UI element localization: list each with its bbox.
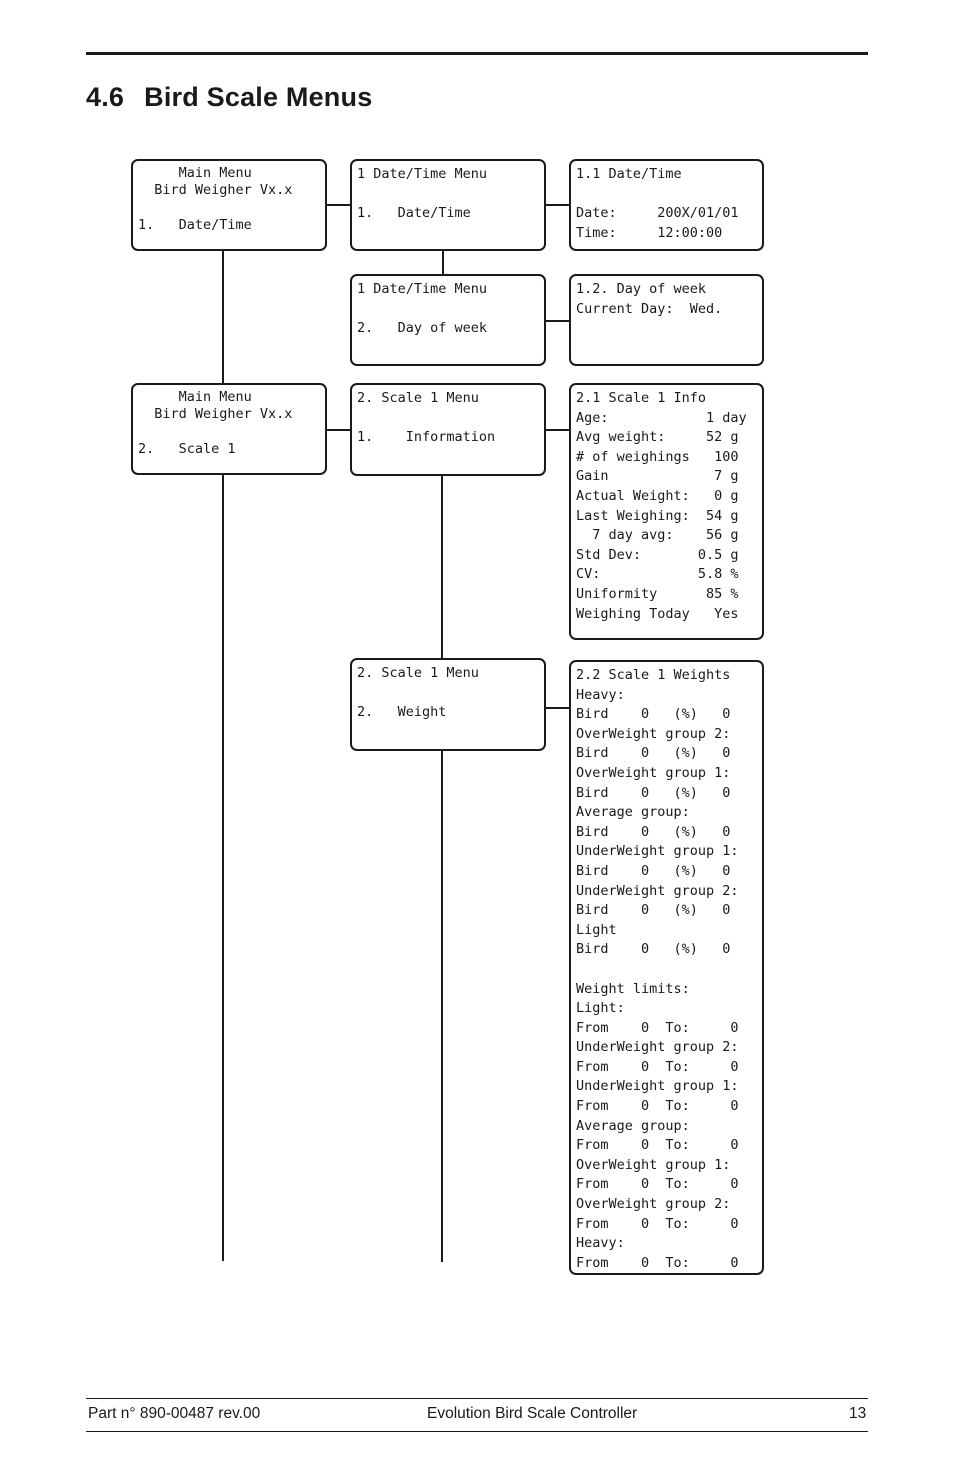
box-line: 1.1 Date/Time	[576, 166, 682, 182]
box-line: From 0 To: 0	[576, 1254, 739, 1271]
box-line: 2. Day of week	[357, 320, 488, 337]
box-line: From 0 To: 0	[576, 1058, 739, 1075]
box-line: Current Day: Wed.	[576, 300, 723, 317]
connector	[222, 473, 224, 1261]
footer-bottom-rule	[86, 1431, 868, 1432]
main-menu-scale-box: Main Menu Bird Weigher Vx.x 2. Scale 1	[131, 383, 327, 475]
box-line: OverWeight group 1:	[576, 764, 731, 781]
box-line: UnderWeight group 1:	[576, 843, 739, 860]
box-line: Main Menu	[138, 165, 252, 181]
box-line: 2. Scale 1	[138, 440, 236, 457]
box-line: 2. Scale 1 Menu	[357, 665, 479, 681]
connector	[544, 204, 570, 206]
box-line: Last Weighing: 54 g	[576, 507, 739, 524]
connector	[442, 249, 444, 276]
box-line: 1.2. Day of week	[576, 281, 707, 297]
box-line: 1 Date/Time Menu	[357, 281, 488, 297]
box-line: Bird 0 (%) 0	[576, 784, 731, 801]
box-line: 7 day avg: 56 g	[576, 527, 739, 544]
box-line: Std Dev: 0.5 g	[576, 546, 739, 563]
box-line: CV: 5.8 %	[576, 566, 739, 583]
box-line: Heavy:	[576, 686, 625, 703]
connector	[325, 204, 351, 206]
box-line: 1. Date/Time	[357, 205, 471, 222]
box-line: UnderWeight group 2:	[576, 1039, 739, 1056]
box-line	[138, 423, 325, 440]
box-line: 2.2 Scale 1 Weights	[576, 667, 731, 683]
footer-part-number: Part n° 890-00487 rev.00	[88, 1405, 261, 1422]
box-line: UnderWeight group 2:	[576, 882, 739, 899]
box-line: 2.1 Scale 1 Info	[576, 390, 707, 406]
box-line: From 0 To: 0	[576, 1098, 739, 1115]
box-line: From 0 To: 0	[576, 1215, 739, 1232]
box-line: Main Menu	[138, 389, 252, 405]
page-title: 4.6 Bird Scale Menus	[86, 82, 372, 113]
box-line: 2. Scale 1 Menu	[357, 390, 479, 406]
footer-product-name: Evolution Bird Scale Controller	[427, 1405, 638, 1422]
box-line: Time: 12:00:00	[576, 224, 723, 241]
connector	[325, 429, 351, 431]
box-line: Bird 0 (%) 0	[576, 862, 731, 879]
connector	[544, 429, 570, 431]
footer-top-rule	[86, 1398, 868, 1399]
section-title: Bird Scale Menus	[144, 82, 373, 112]
box-line: Age: 1 day	[576, 409, 747, 426]
connector	[441, 474, 443, 660]
scale-weight-menu-box: 2. Scale 1 Menu 2. Weight	[350, 658, 546, 751]
box-line: Bird 0 (%) 0	[576, 745, 731, 762]
box-line	[576, 960, 762, 980]
box-line: Average group:	[576, 1117, 690, 1134]
box-line: Weight limits:	[576, 980, 690, 997]
box-line: Bird Weigher Vx.x	[138, 182, 293, 199]
box-line: Gain 7 g	[576, 468, 739, 485]
box-line: # of weighings 100	[576, 448, 739, 465]
box-line: 1. Information	[357, 429, 496, 446]
box-line: Bird Weigher Vx.x	[138, 406, 293, 423]
box-line: Light	[576, 921, 617, 938]
box-line: Bird 0 (%) 0	[576, 823, 731, 840]
box-line: 1 Date/Time Menu	[357, 166, 488, 182]
connector	[544, 320, 570, 322]
box-line	[576, 185, 762, 205]
day-of-week-menu-box: 1 Date/Time Menu 2. Day of week	[350, 274, 546, 366]
box-line: OverWeight group 2:	[576, 1196, 731, 1213]
box-line: Weighing Today Yes	[576, 605, 739, 622]
box-line: OverWeight group 2:	[576, 725, 731, 742]
box-line: OverWeight group 1:	[576, 1156, 731, 1173]
box-line	[357, 185, 544, 205]
box-line: Average group:	[576, 804, 690, 821]
box-line: UnderWeight group 1:	[576, 1078, 739, 1095]
section-number: 4.6	[86, 82, 125, 112]
box-line: From 0 To: 0	[576, 1019, 739, 1036]
box-line: Avg weight: 52 g	[576, 429, 739, 446]
top-rule	[86, 52, 868, 55]
box-line: From 0 To: 0	[576, 1176, 739, 1193]
box-line: Bird 0 (%) 0	[576, 706, 731, 723]
box-line: Bird 0 (%) 0	[576, 902, 731, 919]
box-line: Date: 200X/01/01	[576, 205, 739, 222]
box-line: 2. Weight	[357, 704, 447, 721]
box-line	[138, 199, 325, 216]
box-line	[357, 300, 544, 320]
box-line	[357, 684, 544, 704]
main-menu-date-time-box: Main Menu Bird Weigher Vx.x 1. Date/Time	[131, 159, 327, 251]
box-line: Heavy:	[576, 1235, 625, 1252]
box-line: Bird 0 (%) 0	[576, 941, 731, 958]
connector	[544, 707, 570, 709]
box-line: Actual Weight: 0 g	[576, 487, 739, 504]
scale-information-menu-box: 2. Scale 1 Menu 1. Information	[350, 383, 546, 476]
box-line: 1. Date/Time	[138, 216, 252, 233]
box-line: Light:	[576, 1000, 625, 1017]
box-line: From 0 To: 0	[576, 1137, 739, 1154]
date-time-menu-box: 1 Date/Time Menu 1. Date/Time	[350, 159, 546, 251]
connector	[222, 249, 224, 385]
connector	[441, 749, 443, 1262]
footer-page-number: 13	[849, 1405, 867, 1422]
box-line	[357, 409, 544, 429]
box-line: Uniformity 85 %	[576, 585, 739, 602]
